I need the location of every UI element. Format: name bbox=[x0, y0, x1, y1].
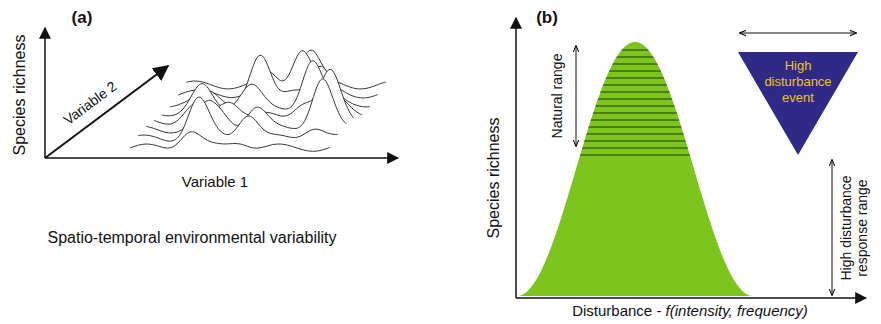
y-axis bbox=[44, 28, 46, 158]
axis-title: Species richness bbox=[485, 118, 503, 239]
axis-title: Variable 1 bbox=[182, 173, 248, 190]
axis-title: Disturbance - f(intensity, frequency) bbox=[572, 302, 808, 319]
panel-letter: (a) bbox=[72, 8, 93, 28]
range-line bbox=[500, 133, 780, 134]
range-line bbox=[500, 105, 780, 106]
triangle-shape bbox=[738, 52, 858, 155]
range-line bbox=[500, 77, 780, 78]
range-line bbox=[500, 49, 780, 50]
range-line bbox=[500, 119, 780, 120]
range-line bbox=[500, 91, 780, 92]
range-line bbox=[500, 126, 780, 127]
x-axis bbox=[45, 157, 398, 159]
range-arrow bbox=[832, 160, 833, 295]
range-label: High disturbance response range bbox=[838, 168, 870, 288]
range-line bbox=[500, 98, 780, 99]
surface-plot bbox=[130, 50, 386, 152]
range-line bbox=[500, 56, 780, 57]
range-line bbox=[500, 112, 780, 113]
richness-curve bbox=[517, 42, 753, 296]
event-triangle: High disturbance event bbox=[738, 52, 858, 155]
y-axis bbox=[515, 18, 517, 298]
range-line bbox=[500, 154, 780, 155]
range-arrow bbox=[576, 46, 577, 146]
surface-line bbox=[138, 97, 338, 141]
surface-mask bbox=[138, 97, 338, 143]
extent-arrow bbox=[740, 33, 856, 34]
surface-line bbox=[130, 132, 330, 152]
range-line bbox=[500, 63, 780, 64]
natural-range-lines bbox=[500, 50, 780, 155]
z-axis bbox=[45, 66, 168, 158]
axis-title: Variable 2 bbox=[60, 78, 119, 128]
panel-caption: Spatio-temporal environmental variabilit… bbox=[47, 229, 336, 247]
axis-title: Species richness bbox=[11, 35, 29, 156]
range-line bbox=[500, 147, 780, 148]
surface-mask bbox=[130, 132, 330, 152]
node-text: High disturbance event bbox=[758, 58, 838, 106]
range-label: Natural range bbox=[549, 54, 565, 139]
x-axis bbox=[516, 297, 866, 299]
range-line bbox=[500, 84, 780, 85]
panel-letter: (b) bbox=[536, 8, 558, 28]
range-line bbox=[500, 140, 780, 141]
range-line bbox=[500, 70, 780, 71]
